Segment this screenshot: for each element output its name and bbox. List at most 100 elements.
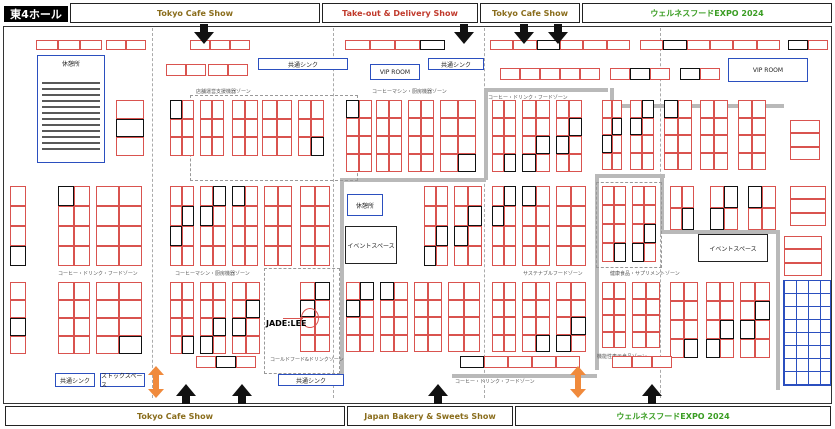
booth[interactable]: [96, 336, 119, 354]
booth[interactable]: [182, 118, 194, 138]
booth[interactable]: [678, 100, 692, 118]
booth[interactable]: [504, 118, 516, 136]
booth[interactable]: [556, 246, 571, 266]
booth[interactable]: [614, 315, 626, 332]
booth[interactable]: [556, 154, 569, 172]
booth[interactable]: [682, 186, 694, 208]
booth[interactable]: [428, 334, 442, 352]
booth[interactable]: [420, 40, 445, 50]
booth[interactable]: [186, 64, 206, 76]
booth[interactable]: [200, 100, 212, 119]
booth[interactable]: [540, 68, 560, 80]
booth[interactable]: [10, 318, 26, 336]
booth[interactable]: [116, 100, 144, 119]
booth[interactable]: [359, 136, 372, 154]
booth[interactable]: [182, 282, 194, 300]
booth[interactable]: [492, 100, 504, 118]
booth[interactable]: [536, 100, 550, 118]
booth[interactable]: [755, 282, 770, 301]
booth[interactable]: [536, 282, 550, 300]
booth[interactable]: [710, 186, 724, 208]
booth[interactable]: [440, 100, 458, 118]
booth[interactable]: [700, 117, 714, 135]
booth[interactable]: [569, 136, 582, 154]
booth[interactable]: [614, 298, 626, 315]
booth[interactable]: [632, 224, 644, 243]
booth[interactable]: [448, 282, 464, 300]
booth[interactable]: [277, 118, 292, 138]
booth[interactable]: [536, 246, 550, 266]
booth[interactable]: [262, 100, 277, 119]
booth[interactable]: [389, 118, 402, 136]
booth[interactable]: [682, 208, 694, 230]
booth[interactable]: [448, 317, 464, 335]
booth[interactable]: [583, 40, 607, 50]
booth[interactable]: [710, 208, 724, 230]
booth[interactable]: [632, 186, 644, 205]
booth[interactable]: [246, 318, 260, 336]
booth[interactable]: [200, 226, 213, 246]
booth[interactable]: [700, 135, 714, 153]
booth[interactable]: [556, 186, 571, 206]
booth[interactable]: [632, 315, 646, 332]
booth[interactable]: [246, 300, 260, 318]
booth[interactable]: [428, 317, 442, 335]
booth[interactable]: [556, 118, 569, 136]
booth[interactable]: [642, 152, 654, 170]
booth[interactable]: [522, 206, 536, 226]
booth[interactable]: [245, 226, 258, 246]
booth[interactable]: [96, 246, 119, 266]
booth[interactable]: [504, 136, 516, 154]
booth[interactable]: [298, 137, 311, 156]
booth[interactable]: [738, 117, 752, 135]
booth[interactable]: [170, 137, 182, 156]
booth[interactable]: [213, 282, 226, 300]
booth[interactable]: [232, 336, 246, 354]
booth[interactable]: [684, 320, 698, 339]
booth[interactable]: [196, 356, 216, 368]
booth[interactable]: [278, 226, 292, 246]
booth[interactable]: [262, 118, 277, 138]
booth[interactable]: [602, 331, 614, 348]
booth[interactable]: [492, 246, 504, 266]
booth[interactable]: [421, 136, 434, 154]
stock-space[interactable]: ストックスペース: [100, 373, 145, 389]
booth[interactable]: [421, 100, 434, 118]
booth[interactable]: [278, 186, 292, 206]
booth[interactable]: [200, 246, 213, 266]
booth[interactable]: [360, 299, 374, 317]
booth[interactable]: [630, 152, 642, 170]
booth[interactable]: [680, 68, 700, 80]
booth[interactable]: [536, 40, 560, 50]
booth[interactable]: [700, 68, 720, 80]
booth[interactable]: [650, 68, 670, 80]
booth[interactable]: [216, 356, 236, 368]
booth[interactable]: [182, 186, 194, 206]
booth[interactable]: [170, 100, 182, 119]
booth[interactable]: [436, 186, 448, 206]
booth[interactable]: [644, 205, 656, 224]
booth[interactable]: [311, 118, 324, 138]
top-banner-3[interactable]: Tokyo Cafe Show: [480, 3, 580, 23]
booth[interactable]: [376, 118, 389, 136]
booth[interactable]: [569, 100, 582, 118]
booth[interactable]: [686, 40, 710, 50]
booth[interactable]: [602, 152, 612, 170]
booth[interactable]: [170, 300, 182, 318]
booth[interactable]: [119, 246, 142, 266]
booth[interactable]: [522, 299, 536, 317]
booth[interactable]: [738, 135, 752, 153]
booth[interactable]: [522, 246, 536, 266]
booth[interactable]: [458, 154, 476, 172]
booth[interactable]: [298, 100, 311, 119]
booth[interactable]: [380, 334, 394, 352]
booth[interactable]: [245, 137, 258, 156]
booth[interactable]: [602, 282, 614, 299]
booth[interactable]: [170, 246, 182, 266]
booth[interactable]: [536, 299, 550, 317]
booth[interactable]: [614, 186, 626, 205]
booth[interactable]: [389, 100, 402, 118]
booth[interactable]: [448, 299, 464, 317]
booth[interactable]: [213, 206, 226, 226]
booth[interactable]: [245, 118, 258, 138]
